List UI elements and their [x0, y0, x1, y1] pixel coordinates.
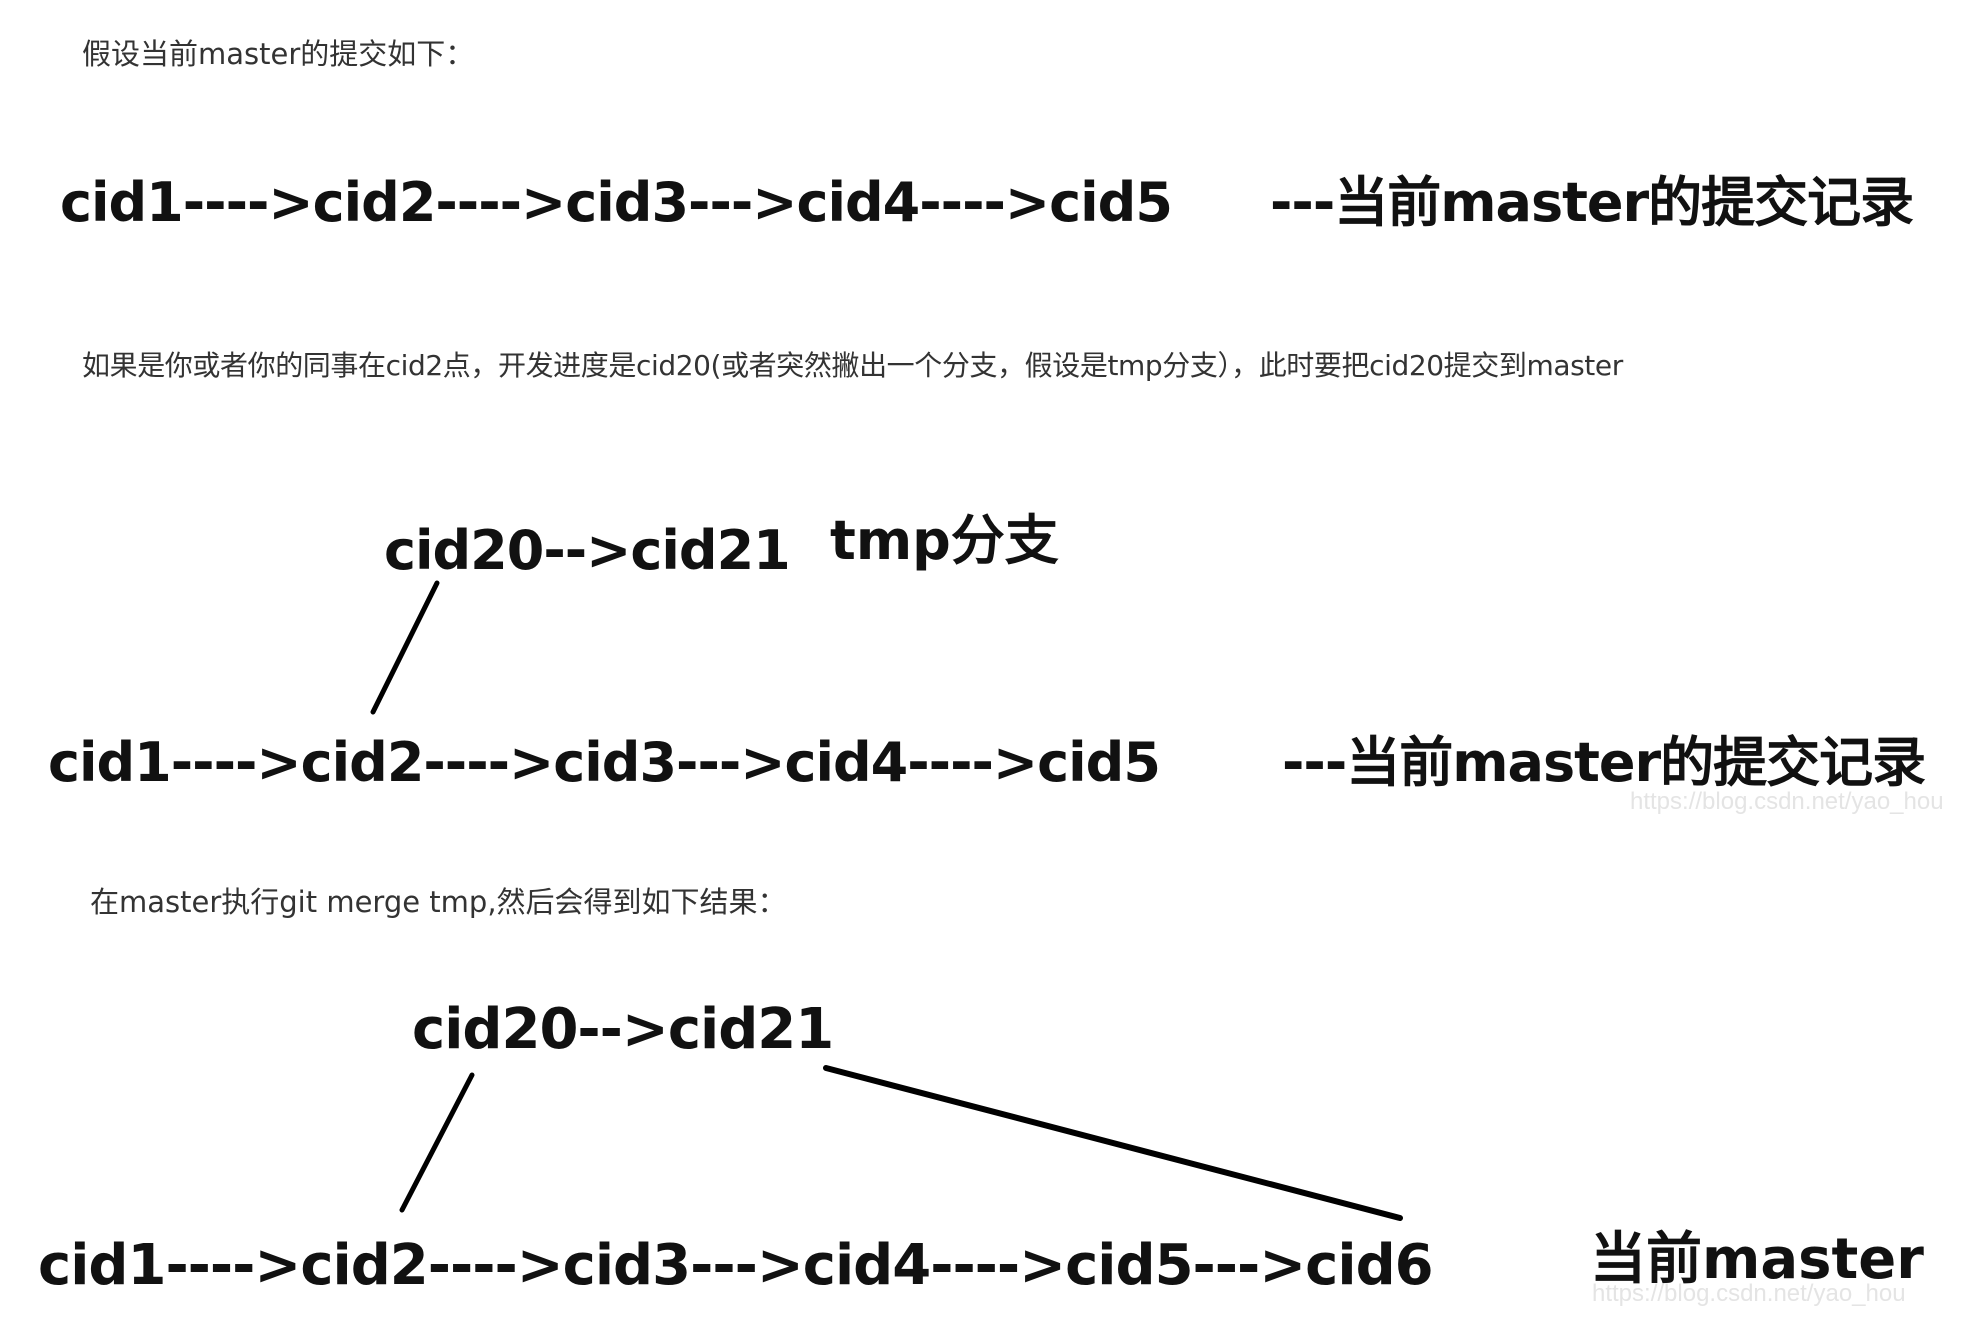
diagram2-branch-connector: [370, 580, 440, 715]
scenario-text: 如果是你或者你的同事在cid2点，开发进度是cid20(或者突然撇出一个分支，假…: [82, 349, 1623, 382]
diagram3-merge-connector: [823, 1065, 1403, 1221]
diagram3-master-label: 当前master: [1590, 1227, 1924, 1292]
diagram1-master-label: ---当前master的提交记录: [1270, 171, 1914, 234]
diagram3-branch-chain: cid20-->cid21: [412, 997, 834, 1062]
diagram2-commit-chain: cid1---->cid2---->cid3--->cid4---->cid5: [48, 731, 1161, 794]
diagram3-commit-chain: cid1---->cid2---->cid3--->cid4---->cid5-…: [38, 1233, 1434, 1298]
diagram2-branch-label: tmp分支: [830, 509, 1059, 572]
diagram3-branch-connector: [399, 1072, 475, 1213]
diagram2-master-label: ---当前master的提交记录: [1282, 731, 1926, 794]
intro-text: 假设当前master的提交如下：: [82, 37, 475, 71]
merge-text: 在master执行git merge tmp,然后会得到如下结果：: [90, 885, 787, 919]
diagram2-branch-chain: cid20-->cid21: [384, 519, 791, 582]
watermark: https://blog.csdn.net/yao_hou: [1592, 1280, 1906, 1307]
watermark: https://blog.csdn.net/yao_hou: [1630, 788, 1944, 815]
diagram1-commit-chain: cid1---->cid2---->cid3--->cid4---->cid5: [60, 171, 1173, 234]
